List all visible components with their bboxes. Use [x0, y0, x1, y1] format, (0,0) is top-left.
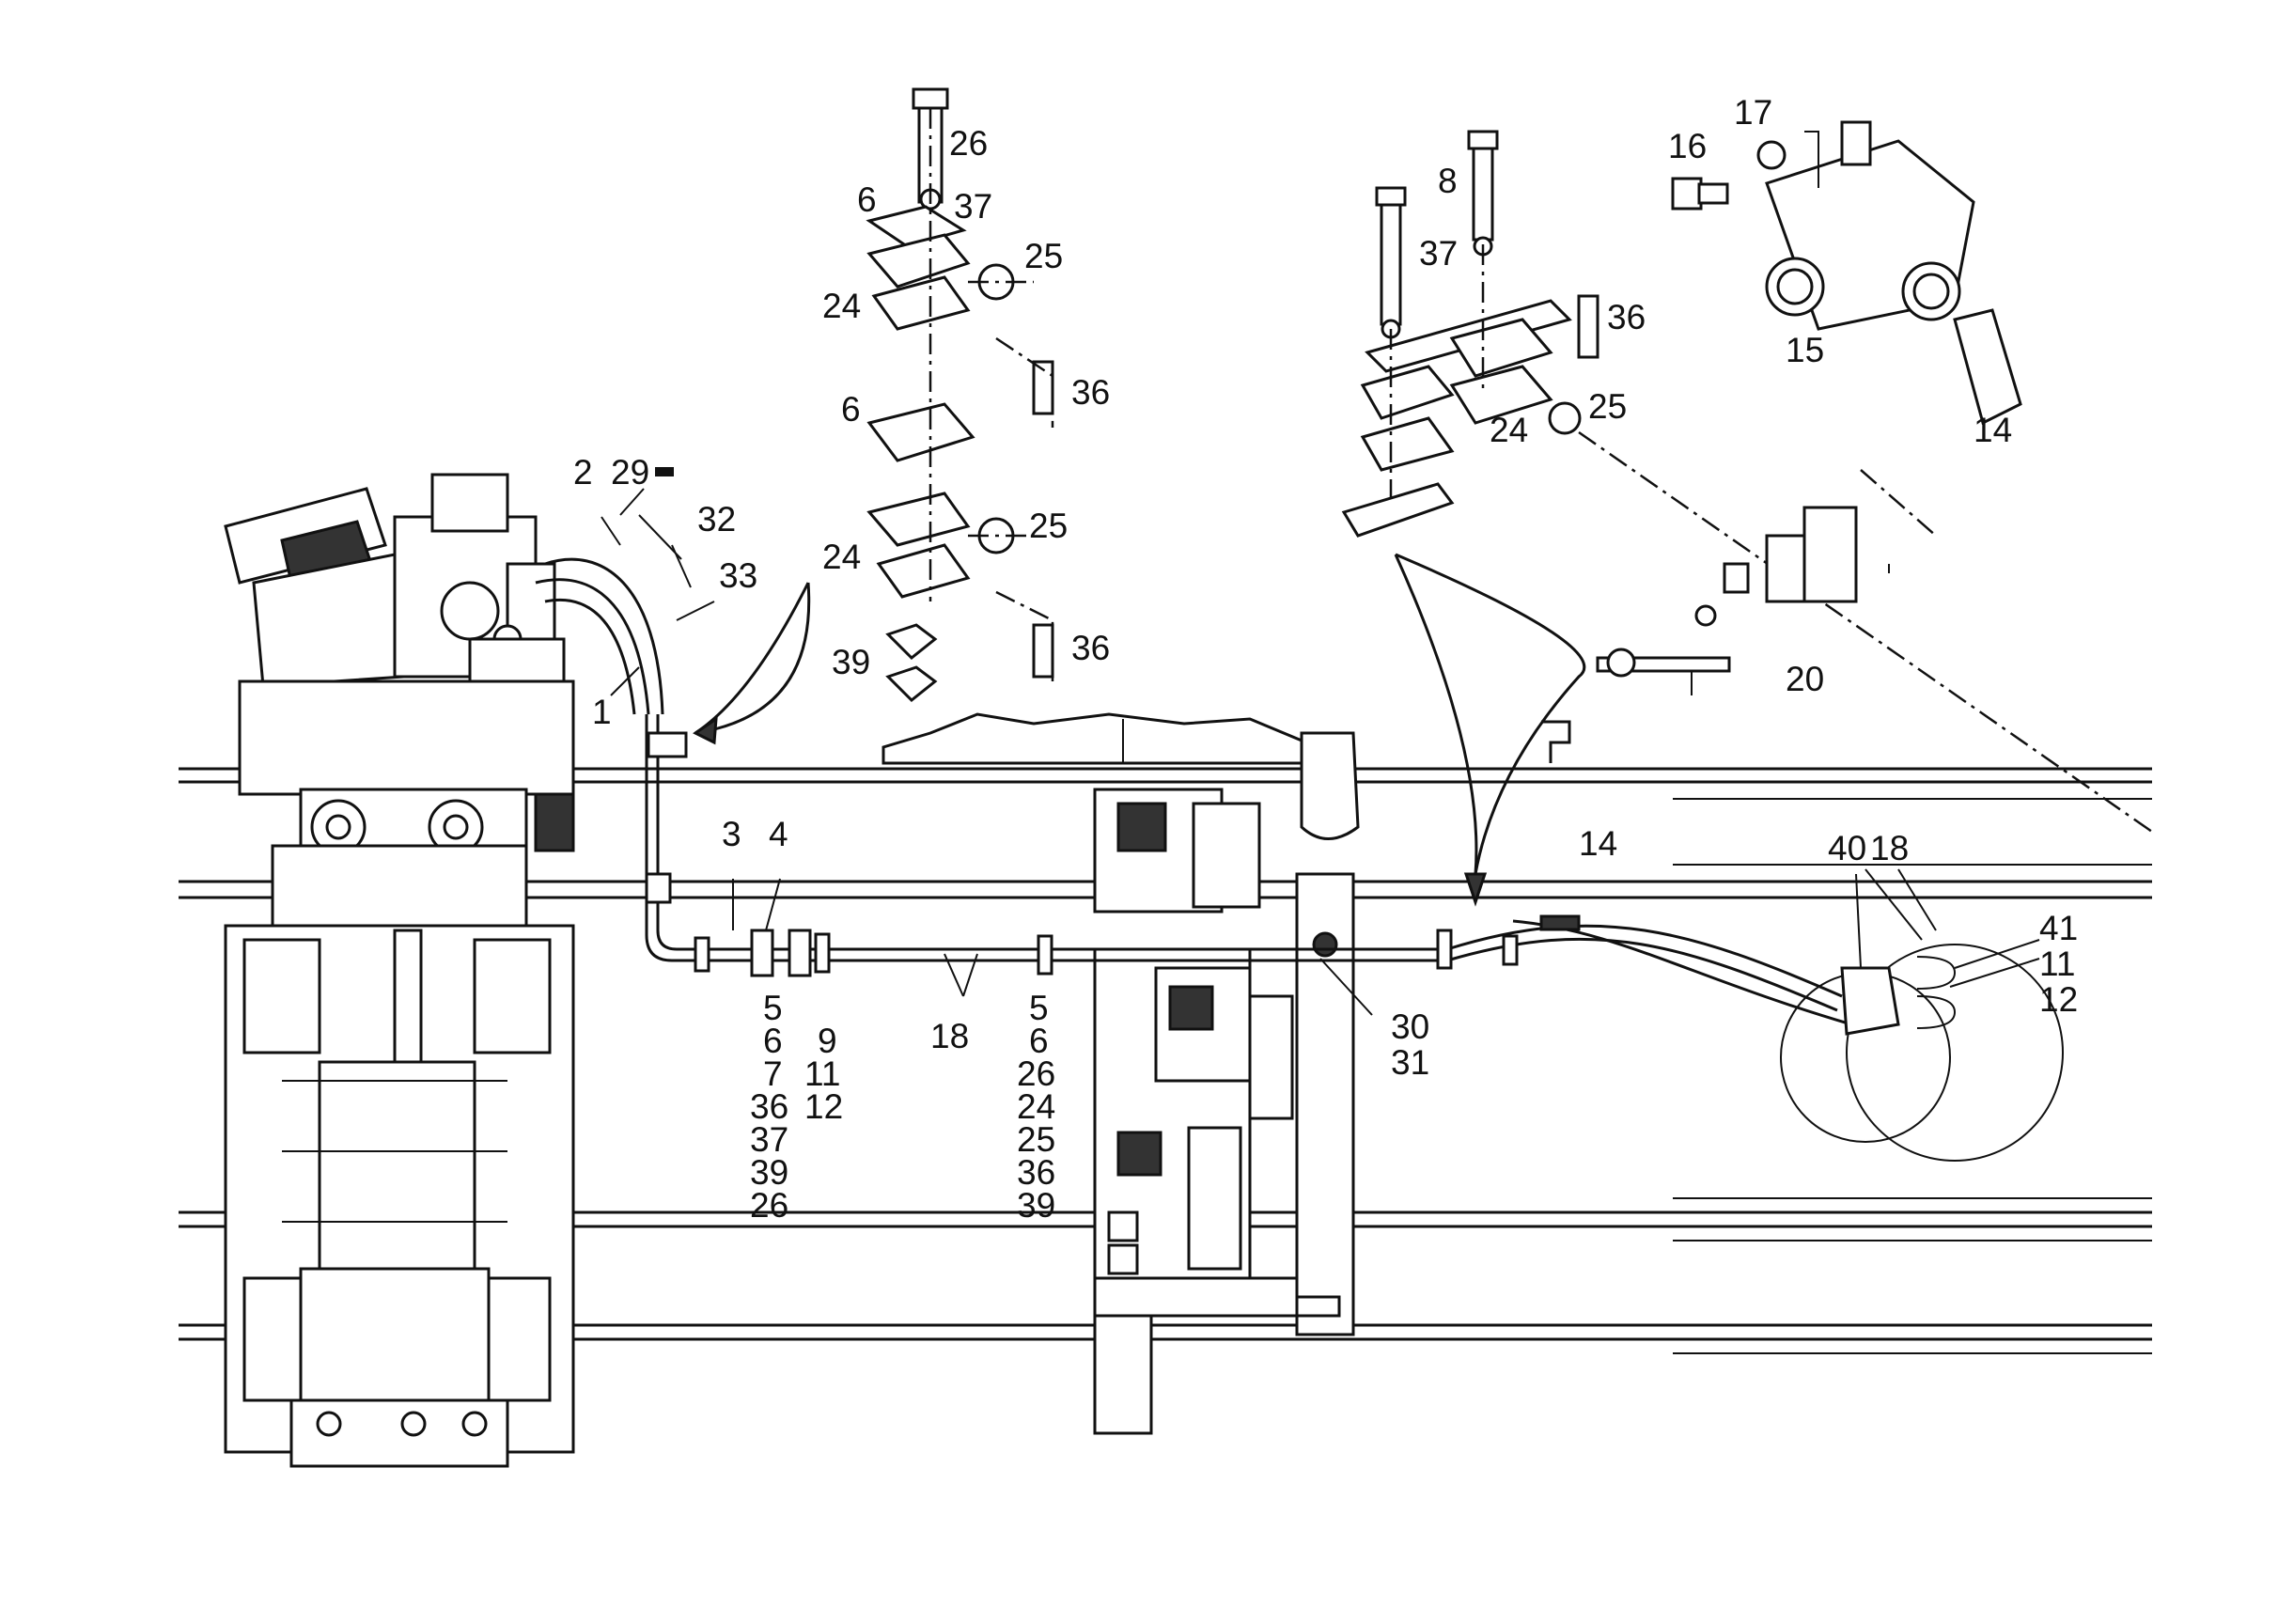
stack-right-item: 24 — [1017, 1087, 1055, 1126]
callout-36: 36 — [1071, 373, 1110, 412]
callout-15: 15 — [1786, 331, 1824, 369]
callout-8: 8 — [1438, 162, 1458, 200]
callout-16: 16 — [1668, 127, 1707, 165]
stack-mid-item: 11 — [804, 1054, 840, 1093]
valve-assembly — [1596, 120, 2022, 695]
stack-left-item: 37 — [750, 1120, 788, 1159]
callout-24: 24 — [822, 538, 861, 576]
stack-right-item: 5 — [1029, 989, 1049, 1027]
callout-17: 17 — [1734, 93, 1772, 132]
callout-25: 25 — [1588, 387, 1627, 426]
stack-mid: 9 11 12 — [804, 1022, 843, 1126]
stack-left: 5 6 7 36 37 39 26 — [750, 989, 788, 1225]
callout-29: 29 — [611, 453, 649, 492]
callout-12: 12 — [2039, 980, 2078, 1019]
callout-30: 30 — [1391, 1007, 1429, 1046]
stack-right-item: 6 — [1029, 1022, 1049, 1060]
callout-18: 18 — [1870, 829, 1909, 867]
callout-20: 20 — [1786, 660, 1824, 698]
callout-25: 25 — [1029, 507, 1068, 545]
callout-36: 36 — [1071, 629, 1110, 667]
stack-right-item: 39 — [1017, 1186, 1055, 1225]
stack-left-item: 36 — [750, 1087, 788, 1126]
callout-40: 40 — [1828, 829, 1866, 867]
callout-29-marker — [655, 467, 674, 476]
clamp-group-upper-left — [866, 87, 1054, 703]
callout-37: 37 — [954, 187, 992, 226]
callout-3: 3 — [722, 815, 741, 853]
callout-14: 14 — [1579, 824, 1617, 863]
callout-32: 32 — [697, 500, 736, 539]
callout-labels: 26 37 6 25 24 36 6 25 24 36 39 8 37 36 2… — [573, 93, 2078, 1082]
callout-39: 39 — [832, 643, 870, 681]
callout-11: 11 — [2039, 945, 2075, 983]
clamp-group-upper-right — [1341, 130, 2153, 834]
callout-37: 37 — [1419, 234, 1458, 273]
stack-left-item: 39 — [750, 1153, 788, 1192]
callout-36: 36 — [1607, 298, 1646, 336]
stack-left-item: 6 — [763, 1022, 783, 1060]
crossmember-assembly — [1093, 731, 1360, 1435]
stack-mid-item: 9 — [818, 1022, 837, 1060]
callout-4: 4 — [769, 815, 788, 853]
hose-run — [535, 553, 2064, 1162]
stack-right-item: 25 — [1017, 1120, 1055, 1159]
transmission-assembly — [224, 473, 575, 1468]
stack-left-item: 5 — [763, 989, 783, 1027]
callout-14: 14 — [1974, 411, 2012, 449]
callout-6: 6 — [841, 390, 861, 429]
callout-18: 18 — [930, 1017, 969, 1055]
stack-right: 5 6 26 24 25 36 39 — [1017, 989, 1055, 1225]
callout-26: 26 — [949, 124, 988, 163]
stack-left-item: 7 — [763, 1054, 783, 1093]
callout-31: 31 — [1391, 1043, 1429, 1082]
stack-right-item: 26 — [1017, 1054, 1055, 1093]
callout-2: 2 — [573, 453, 593, 492]
callout-41: 41 — [2039, 909, 2078, 947]
stack-mid-item: 12 — [804, 1087, 843, 1126]
callout-24: 24 — [822, 287, 861, 325]
stack-left-item: 26 — [750, 1186, 788, 1225]
callout-1: 1 — [592, 693, 612, 731]
callout-24: 24 — [1490, 411, 1528, 449]
leader-lines — [601, 488, 2040, 1016]
callout-25: 25 — [1024, 237, 1063, 275]
callout-6: 6 — [857, 180, 877, 219]
stack-right-item: 36 — [1017, 1153, 1055, 1192]
callout-33: 33 — [719, 556, 757, 595]
